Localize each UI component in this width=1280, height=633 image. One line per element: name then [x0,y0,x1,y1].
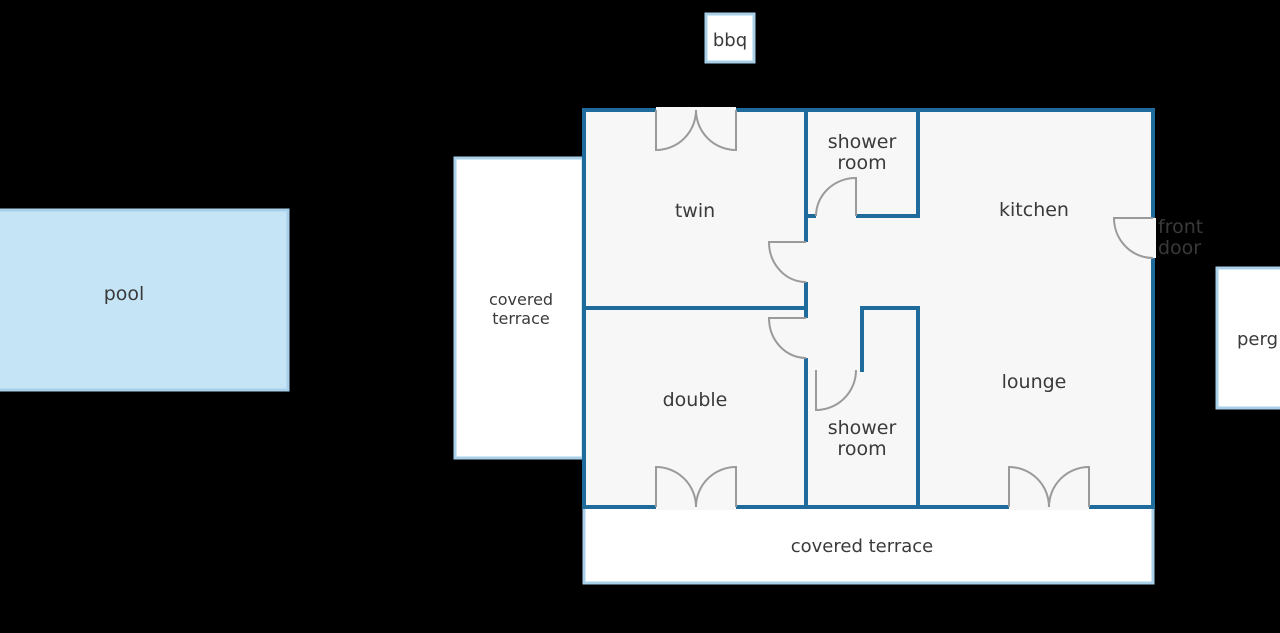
double-french-doors [655,465,737,508]
bbq-label: bbq [713,30,747,51]
front-door [1112,217,1154,259]
pool-label: pool [104,283,145,305]
covered-terrace-left-label-line1: covered [489,290,553,309]
room-lounge-label: lounge [1002,371,1067,393]
twin-door-left-leaf [655,109,697,152]
covered-terrace-left-label-line2: terrace [492,309,549,328]
doors [655,109,1154,508]
covered-terrace-left: covered terrace [453,156,585,460]
shower-bottom-door [815,369,857,412]
double-room-door [767,317,807,359]
front-door-label-line1: front [1158,216,1203,238]
twin-french-doors [655,109,737,152]
bbq-shape [704,12,756,64]
pergola-area: perg [1215,266,1280,410]
pool-area: pool [0,208,290,392]
covered-terrace-left-shape [453,156,585,460]
room-twin-label: twin [675,200,715,222]
double-door-right-leaf [695,465,737,508]
room-kitchen-label: kitchen [999,199,1069,221]
pergola-label: perg [1237,329,1278,350]
covered-terrace-bottom-label: covered terrace [791,536,933,557]
room-labels: twin shower room kitchen double shower r… [663,131,1069,460]
front-door-label-line2: door [1158,237,1201,259]
room-shower-bottom-label-line2: room [837,438,886,460]
double-door-left-leaf [655,465,697,508]
lounge-door-left-leaf [1008,465,1050,508]
lounge-french-doors [1008,465,1090,508]
pool-shape [0,208,290,392]
lounge-door-right-leaf [1048,465,1090,508]
room-shower-bottom-label-line1: shower [828,417,897,439]
shower-top-door [815,176,857,217]
pergola-shape [1215,266,1280,410]
room-shower-top-label-line1: shower [828,131,897,153]
bbq-area: bbq [704,12,756,64]
twin-door-right-leaf [695,109,737,152]
room-double-label: double [663,389,728,411]
walls [582,108,1155,509]
room-shower-top-label-line2: room [837,152,886,174]
twin-room-door [767,241,807,283]
front-door-label: front door [1158,216,1203,259]
covered-terrace-bottom: covered terrace [582,505,1155,585]
